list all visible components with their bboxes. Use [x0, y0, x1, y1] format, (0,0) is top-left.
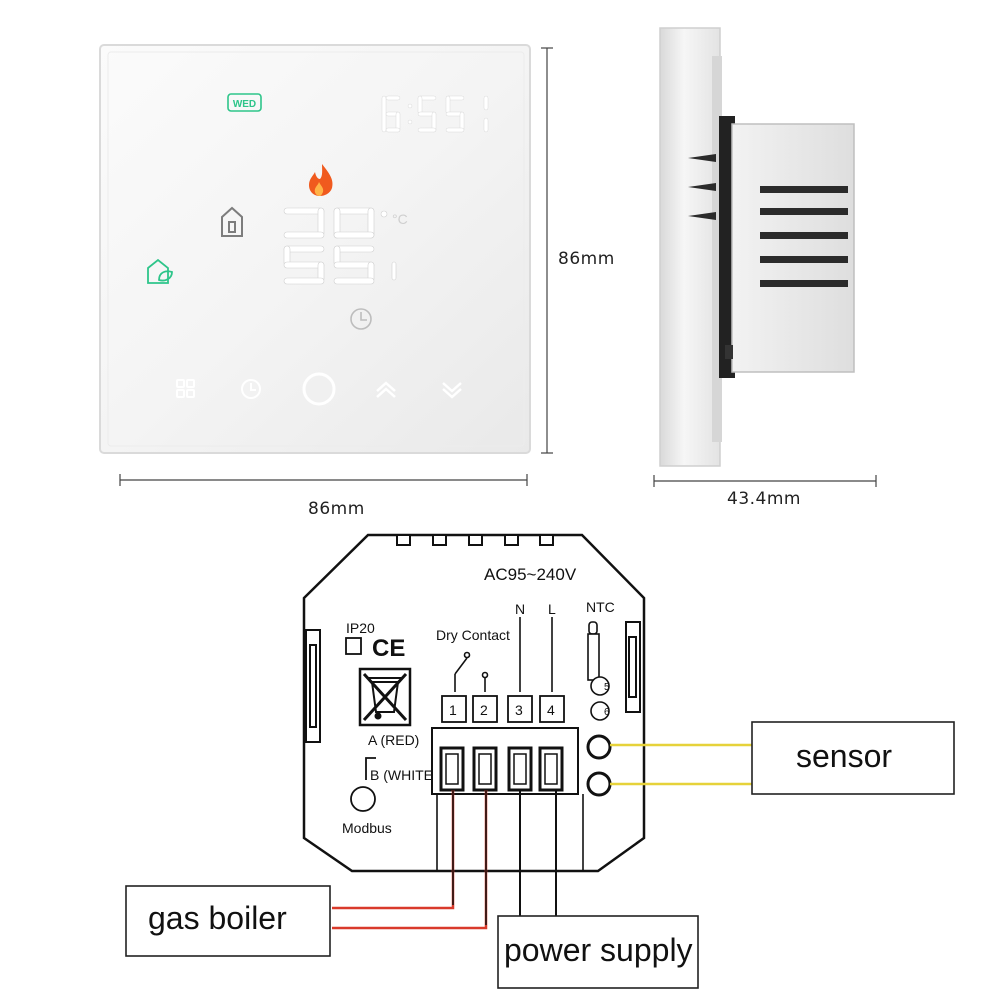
ntc-label: NTC [586, 599, 615, 615]
clock-digit-2 [417, 95, 437, 133]
modbus-label: Modbus [342, 820, 392, 836]
width-label: 86mm [308, 499, 365, 519]
ntc-probe [587, 621, 610, 721]
sensor-wires [610, 743, 752, 786]
power-button[interactable] [302, 372, 336, 406]
wiring-diagram: AC95~240V N L NTC IP20 CE Dry Contact [125, 533, 955, 989]
height-label: 86mm [558, 249, 615, 269]
ce-mark: CE [372, 635, 405, 662]
temp-digit-4 [333, 245, 375, 285]
temp-digit-2 [333, 207, 375, 239]
schedule-button[interactable] [241, 379, 261, 399]
gas-boiler-label: gas boiler [148, 900, 287, 936]
sensor-label: sensor [796, 738, 892, 774]
top-tabs [396, 534, 554, 546]
sensor-pin-5: 5 [604, 682, 610, 693]
temperature-display [283, 207, 397, 285]
sensor-pin-6: 6 [604, 707, 610, 718]
main-terminal-block [431, 727, 579, 795]
dry-contact-switch [454, 617, 553, 692]
terminal-block-labels: 1 2 3 4 [441, 695, 565, 723]
gas-boiler-callout: gas boiler [125, 885, 331, 957]
sensor-callout: sensor [751, 721, 955, 795]
depth-label: 43.4mm [727, 489, 801, 509]
vent-slots [760, 186, 848, 287]
power-supply-callout: power supply [497, 915, 699, 989]
chevron-up-button[interactable] [376, 381, 396, 398]
ip-label: IP20 [346, 620, 375, 636]
modbus-connector [350, 757, 376, 812]
front-view: WED [99, 44, 615, 519]
side-panel [659, 27, 721, 467]
sensor-terminals [586, 734, 612, 797]
dry-contact-label: Dry Contact [436, 627, 510, 643]
chevron-down-button[interactable] [442, 382, 462, 399]
schedule-clock-icon [350, 308, 372, 330]
power-supply-label: power supply [504, 932, 693, 968]
day-badge: WED [227, 93, 262, 112]
width-dimension [119, 474, 528, 486]
voltage-label: AC95~240V [484, 565, 577, 584]
clock-display [381, 95, 489, 133]
eco-home-icon [147, 258, 173, 284]
terminal-2: 2 [480, 702, 488, 718]
height-dimension [541, 47, 553, 454]
temp-digit-1 [283, 207, 325, 239]
clock-digit-1 [381, 95, 401, 133]
b-white-label: B (WHITE) [370, 767, 438, 783]
depth-dimension [653, 475, 877, 487]
terminal-3: 3 [515, 702, 523, 718]
menu-button[interactable] [176, 379, 195, 398]
power-wires [519, 790, 557, 916]
weee-icon [358, 667, 412, 727]
terminal-4: 4 [547, 702, 555, 718]
terminal-1: 1 [449, 702, 457, 718]
side-view: 43.4mm [653, 27, 877, 509]
a-red-label: A (RED) [368, 732, 419, 748]
temp-digit-3 [283, 245, 325, 285]
boiler-wire-cores [452, 790, 487, 925]
l-label: L [548, 601, 556, 617]
home-icon [221, 206, 243, 237]
side-slots [305, 621, 641, 743]
clock-digit-3 [445, 95, 465, 133]
flame-icon [309, 164, 333, 196]
n-label: N [515, 601, 525, 617]
ip-square [345, 637, 362, 655]
temp-unit-label: °C [392, 211, 408, 227]
side-body [731, 123, 855, 373]
side-clips [688, 154, 716, 220]
day-badge-text: WED [233, 99, 256, 110]
